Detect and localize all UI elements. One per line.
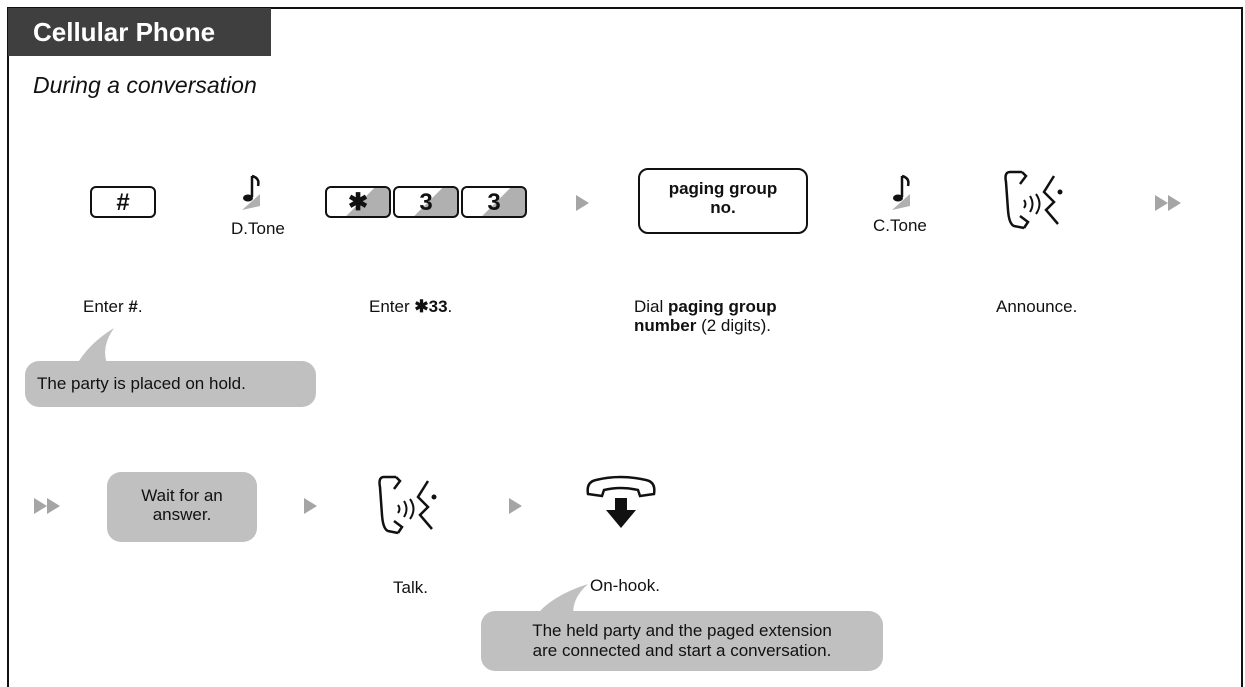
music-note-icon — [892, 174, 910, 210]
handset-talk-icon — [1004, 170, 1063, 230]
step-text: . — [137, 297, 143, 316]
dial-tone-label: D.Tone — [231, 219, 285, 238]
step-announce: Announce. — [996, 297, 1078, 316]
double-right-arrow-icon — [1155, 195, 1181, 216]
step-bold: number — [634, 316, 697, 335]
connected-bubble: The held party and the paged extension a… — [481, 611, 883, 671]
step-onhook: On-hook. — [590, 576, 660, 595]
step-enter-hash: Enter #. — [83, 297, 143, 316]
subtitle: During a conversation — [33, 72, 257, 98]
step-text: Enter — [83, 297, 129, 316]
step-star: ✱ — [414, 297, 429, 316]
right-arrow-icon — [576, 195, 589, 211]
step-text: . — [447, 297, 453, 316]
step-bold: paging group — [668, 297, 777, 316]
star-key: ✱ — [325, 186, 391, 218]
bubble-tail — [76, 328, 114, 366]
step-bold: # — [128, 297, 138, 316]
paging-group-number-box: paging group no. — [638, 168, 808, 234]
three-key-1: 3 — [393, 186, 459, 218]
step-text: (2 digits). — [696, 316, 771, 335]
right-arrow-icon — [509, 498, 522, 514]
step-text: Enter — [369, 297, 415, 316]
right-arrow-icon — [304, 498, 317, 514]
step-enter-code: Enter ✱33. — [369, 297, 452, 316]
number-box-line1: paging group — [668, 179, 778, 198]
confirm-tone-label: C.Tone — [873, 216, 927, 235]
bubble-line: answer. — [152, 505, 212, 524]
step-bold: 33 — [428, 297, 448, 316]
step-talk: Talk. — [393, 578, 428, 597]
handset-talk-icon — [378, 475, 437, 535]
onhook-handset-icon — [586, 475, 656, 528]
three-key-2: 3 — [461, 186, 527, 218]
number-box-line2: no. — [710, 198, 736, 217]
music-note-icon — [242, 174, 260, 210]
double-right-arrow-icon — [34, 498, 60, 519]
step-text: Dial — [634, 297, 669, 316]
hold-bubble: The party is placed on hold. — [25, 361, 316, 407]
bubble-tail — [534, 584, 588, 618]
step-dial: Dial paging group number (2 digits). — [634, 297, 777, 335]
bubble-line: The held party and the paged extension — [532, 621, 832, 640]
bubble-line: are connected and start a conversation. — [532, 641, 832, 660]
bubble-line: Wait for an — [141, 486, 223, 505]
wait-bubble: Wait for an answer. — [107, 472, 257, 542]
diagram-frame — [7, 7, 1243, 687]
hash-key: # — [90, 186, 156, 218]
page-title: Cellular Phone — [8, 8, 271, 56]
